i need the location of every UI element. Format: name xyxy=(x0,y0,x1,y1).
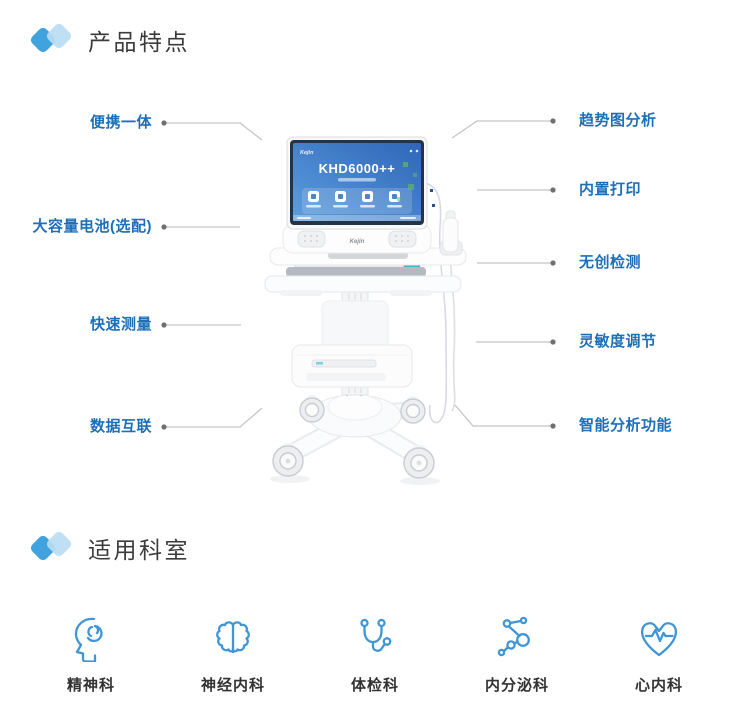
departments-row: 精神科 神经内科 体检科 xyxy=(0,612,750,695)
diamond-logo-icon xyxy=(28,529,76,566)
molecule-icon xyxy=(497,616,530,657)
printer-unit xyxy=(291,300,413,388)
feature-label-smart-analysis: 智能分析功能 xyxy=(579,417,673,434)
dept-label: 神经内科 xyxy=(200,677,265,694)
screen-deco-squares xyxy=(397,162,417,201)
speaker-grille-left xyxy=(297,230,326,248)
feature-label-sensitivity: 灵敏度调节 xyxy=(579,333,657,350)
caster-wheels xyxy=(272,395,435,479)
monitor: Kejin KHD6000++ xyxy=(286,136,428,230)
departments-section-header: 适用科室 xyxy=(28,528,190,568)
dept-label: 体检科 xyxy=(350,677,399,694)
head-brain-icon xyxy=(74,617,103,662)
dept-endocrinology: 内分泌科 xyxy=(446,612,588,695)
dept-label: 精神科 xyxy=(66,677,115,694)
brain-icon xyxy=(216,621,250,654)
feature-label-noninvasive: 无创检测 xyxy=(579,254,642,271)
diamond-logo-icon xyxy=(28,21,76,58)
screen-app-tiles xyxy=(306,191,402,208)
brand-text-base: Kejin xyxy=(350,239,365,245)
heart-ecg-icon xyxy=(641,622,677,657)
features-section-header: 产品特点 xyxy=(28,20,190,60)
lower-shelf xyxy=(264,275,462,296)
feature-label-fast-measure: 快速测量 xyxy=(89,316,152,333)
dept-psychiatry: 精神科 xyxy=(20,612,162,695)
shelf-handle xyxy=(328,252,408,259)
handheld-probe xyxy=(439,210,463,256)
screen-subtitle-bar xyxy=(338,178,376,182)
feature-label-battery: 大容量电池(选配) xyxy=(32,218,152,235)
speaker-grille-right xyxy=(388,230,417,248)
device-screen xyxy=(293,143,421,221)
dept-label: 心内科 xyxy=(634,677,683,694)
brand-text-screen: Kejin xyxy=(300,150,314,156)
feature-label-data-link: 数据互联 xyxy=(89,418,152,435)
stethoscope-icon xyxy=(360,618,392,652)
dept-cardiology: 心内科 xyxy=(588,612,730,695)
dept-neurology: 神经内科 xyxy=(162,612,304,695)
feature-label-builtin-print: 内置打印 xyxy=(579,181,642,198)
feature-label-trend-analysis: 趋势图分析 xyxy=(579,112,657,129)
medical-cart-device-image: Kejin Kejin KHD6000++ xyxy=(264,136,467,485)
dept-physical-exam: 体检科 xyxy=(304,612,446,695)
feature-label-portable: 便携一体 xyxy=(89,114,152,131)
dept-label: 内分泌科 xyxy=(484,677,549,694)
speaker-base: Kejin xyxy=(282,223,432,254)
features-section-title: 产品特点 xyxy=(88,29,190,55)
model-text: KHD6000++ xyxy=(319,161,396,176)
departments-section-title: 适用科室 xyxy=(88,537,190,563)
